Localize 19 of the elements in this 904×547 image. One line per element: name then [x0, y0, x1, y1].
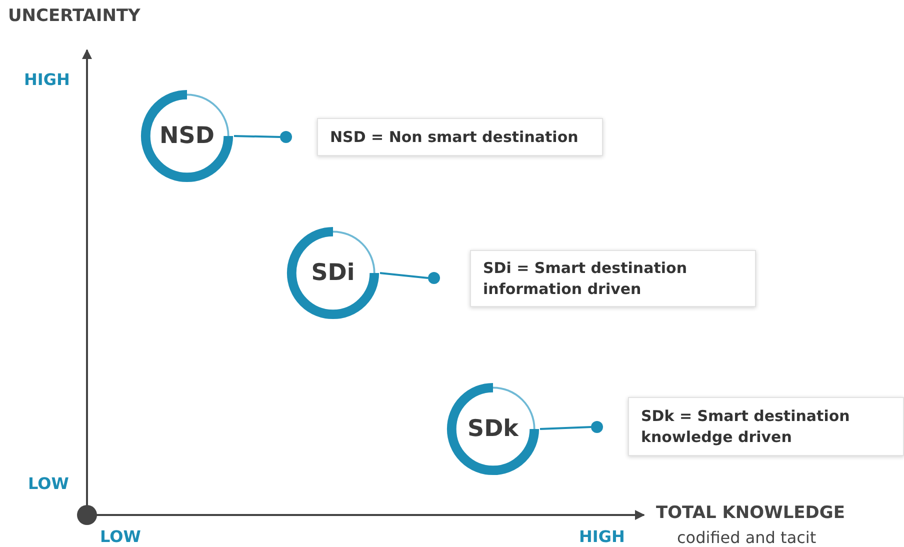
node-label: SDi: [311, 260, 355, 286]
axis-title: UNCERTAINTY: [8, 6, 140, 26]
definition-card: NSD = Non smart destination: [317, 118, 603, 156]
axis-tick-label: LOW: [100, 527, 141, 546]
endpoint-dot: [428, 272, 440, 284]
connector-line: [380, 272, 428, 279]
axis-tick-label: HIGH: [24, 70, 70, 89]
axis-tick-label: HIGH: [579, 527, 625, 546]
node-label: NSD: [160, 123, 214, 149]
endpoint-dot: [280, 131, 292, 143]
axis-subtitle: codified and tacit: [677, 528, 816, 547]
connector-line: [234, 135, 280, 138]
connector-line: [540, 426, 592, 430]
node-label: SDk: [468, 416, 518, 442]
endpoint-dot: [591, 421, 603, 433]
definition-card: SDk = Smart destination knowledge driven: [628, 397, 904, 456]
axis-title: TOTAL KNOWLEDGE: [656, 503, 845, 523]
definition-card: SDi = Smart destination information driven: [470, 250, 756, 307]
axis-tick-label: LOW: [28, 474, 69, 493]
